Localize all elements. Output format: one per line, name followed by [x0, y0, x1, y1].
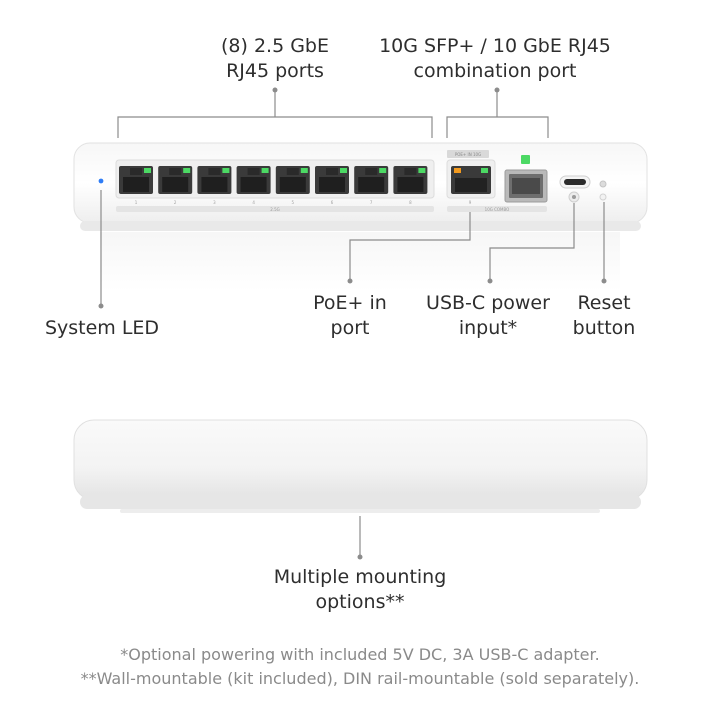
callout-mounting-line1: Multiple mounting: [273, 566, 447, 588]
rj45-port-2[interactable]: [158, 166, 193, 194]
rj45-port-5[interactable]: [275, 166, 310, 194]
port-group-label: 2.5G: [270, 207, 279, 212]
callout-reset-button-line1: Reset: [577, 292, 631, 314]
port-number-row: 1 2 3 4 5 6 7 8: [135, 200, 412, 205]
combo-port-number: 9: [469, 200, 472, 205]
callout-system-led: System LED: [40, 316, 164, 341]
callout-poe-port: PoE+ in port: [300, 291, 400, 341]
rj45-port-led-4: [261, 168, 269, 173]
callout-poe-port-line1: PoE+ in: [313, 292, 387, 314]
rj45-port-1[interactable]: [119, 166, 153, 194]
rj45-port-led-2: [183, 168, 191, 173]
rj45-port-7[interactable]: [354, 166, 389, 194]
port-number-4: 4: [252, 200, 255, 205]
callout-rj45-ports-line2: RJ45 ports: [226, 60, 324, 82]
callout-mounting: Multiple mounting options**: [260, 565, 460, 615]
rj45-port-3[interactable]: [197, 166, 232, 194]
port-number-5: 5: [292, 200, 295, 205]
footnote-mounting: **Wall-mountable (kit included), DIN rai…: [80, 669, 640, 688]
callout-rj45-ports-line1: (8) 2.5 GbE: [221, 35, 329, 57]
callout-usbc-power-line1: USB-C power: [426, 292, 550, 314]
rj45-port-6[interactable]: [315, 166, 349, 194]
combo-top-label: POE+ IN 10G: [455, 152, 481, 157]
port-number-7: 7: [370, 200, 373, 205]
callout-usbc-power-line2: input*: [458, 317, 518, 339]
device-top-view: [73, 419, 648, 513]
port-number-3: 3: [213, 200, 216, 205]
callout-combo-port: 10G SFP+ / 10 GbE RJ45 combination port: [360, 34, 630, 84]
callout-combo-port-line2: combination port: [413, 60, 577, 82]
poe-port-led-orange: [454, 168, 461, 173]
rj45-port-led-1: [144, 168, 151, 173]
rj45-port-led-3: [222, 168, 230, 173]
rj45-port-led-6: [340, 168, 347, 173]
poe-port-led-green: [481, 168, 488, 173]
callout-system-led-text: System LED: [44, 317, 160, 339]
reset-button[interactable]: [599, 180, 607, 201]
combo-bottom-label: 10G COMBO: [485, 207, 510, 212]
callout-poe-port-line2: port: [330, 317, 370, 339]
footnote-usbc-adapter: *Optional powering with included 5V DC, …: [120, 645, 600, 664]
callout-mounting-line2: options**: [315, 591, 405, 613]
rj45-port-group: [119, 166, 428, 194]
usbc-port[interactable]: [559, 175, 591, 203]
rj45-port-led-8: [418, 168, 426, 173]
sfp-status-led: [521, 155, 530, 164]
port-number-6: 6: [331, 200, 334, 205]
port-number-2: 2: [174, 200, 177, 205]
port-number-1: 1: [135, 200, 138, 205]
callout-usbc-power: USB-C power input*: [420, 291, 556, 341]
callout-reset-button-line2: button: [572, 317, 636, 339]
callout-rj45-ports: (8) 2.5 GbE RJ45 ports: [190, 34, 360, 84]
callout-combo-port-line1: 10G SFP+ / 10 GbE RJ45: [379, 35, 611, 57]
sfp-plus-port[interactable]: [504, 155, 548, 203]
rj45-port-4[interactable]: [236, 166, 271, 194]
rj45-port-8[interactable]: [393, 166, 428, 194]
system-led-indicator: [98, 178, 104, 184]
rj45-port-led-7: [379, 168, 387, 173]
port-number-8: 8: [409, 200, 412, 205]
callout-reset-button: Reset button: [568, 291, 640, 341]
rj45-port-led-5: [300, 168, 308, 173]
